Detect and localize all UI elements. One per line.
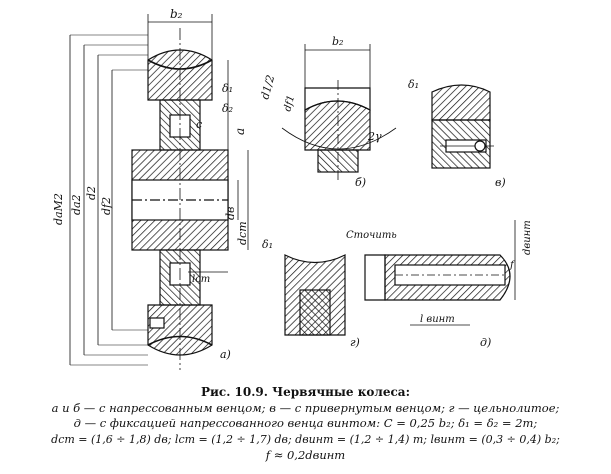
label-dst: dст xyxy=(236,221,249,245)
label-d1-2: d1/2 xyxy=(258,74,277,101)
label-a: a xyxy=(233,128,247,135)
label-da2: da2 xyxy=(70,194,83,215)
label-sub-b: б) xyxy=(355,176,366,189)
label-b2-small: b₂ xyxy=(332,35,343,48)
label-stupit: Сточить xyxy=(346,230,397,241)
worm-wheel-drawing: b₂ dаМ2 da2 d2 df2 dв dст lст a δ₁ δ₂ c … xyxy=(52,7,533,370)
caption-line-4: f ≈ 0,2dвинт xyxy=(265,448,346,462)
view-v xyxy=(431,84,494,169)
label-df2: df2 xyxy=(100,197,113,215)
label-b2: b₂ xyxy=(170,7,183,21)
label-sub-d: д) xyxy=(480,336,491,349)
label-sub-a: а) xyxy=(220,348,231,361)
label-delta1-g: δ₁ xyxy=(262,238,273,251)
figure-title: Рис. 10.9. Червячные колеса: xyxy=(200,385,411,399)
caption-line-2: д — с фиксацией напрессованного венца ви… xyxy=(73,416,538,430)
label-2gamma: 2γ xyxy=(367,130,382,143)
view-g xyxy=(284,254,346,336)
label-lst: lст xyxy=(192,274,210,285)
caption-line-1: а и б — с напрессованным венцом; в — с п… xyxy=(51,401,560,415)
label-d2: d2 xyxy=(85,186,98,200)
label-lvint: l винт xyxy=(420,314,455,325)
label-delta2: δ₂ xyxy=(222,102,233,115)
label-dv: dв xyxy=(224,207,237,220)
caption-line-3: dст = (1,6 ÷ 1,8) dв; lст = (1,2 ÷ 1,7) … xyxy=(51,433,560,446)
label-df1: df1 xyxy=(282,94,297,113)
view-b xyxy=(281,44,397,180)
label-delta1: δ₁ xyxy=(222,82,233,95)
label-dam2: dаМ2 xyxy=(52,193,65,225)
label-sub-v: в) xyxy=(495,176,506,189)
label-sub-g: г) xyxy=(350,336,360,349)
view-a xyxy=(69,14,249,370)
label-f: f xyxy=(509,260,516,271)
label-delta1-v: δ₁ xyxy=(408,78,419,91)
label-dvint: dвинт xyxy=(522,220,533,255)
view-d xyxy=(364,220,516,326)
label-c: c xyxy=(196,118,202,131)
